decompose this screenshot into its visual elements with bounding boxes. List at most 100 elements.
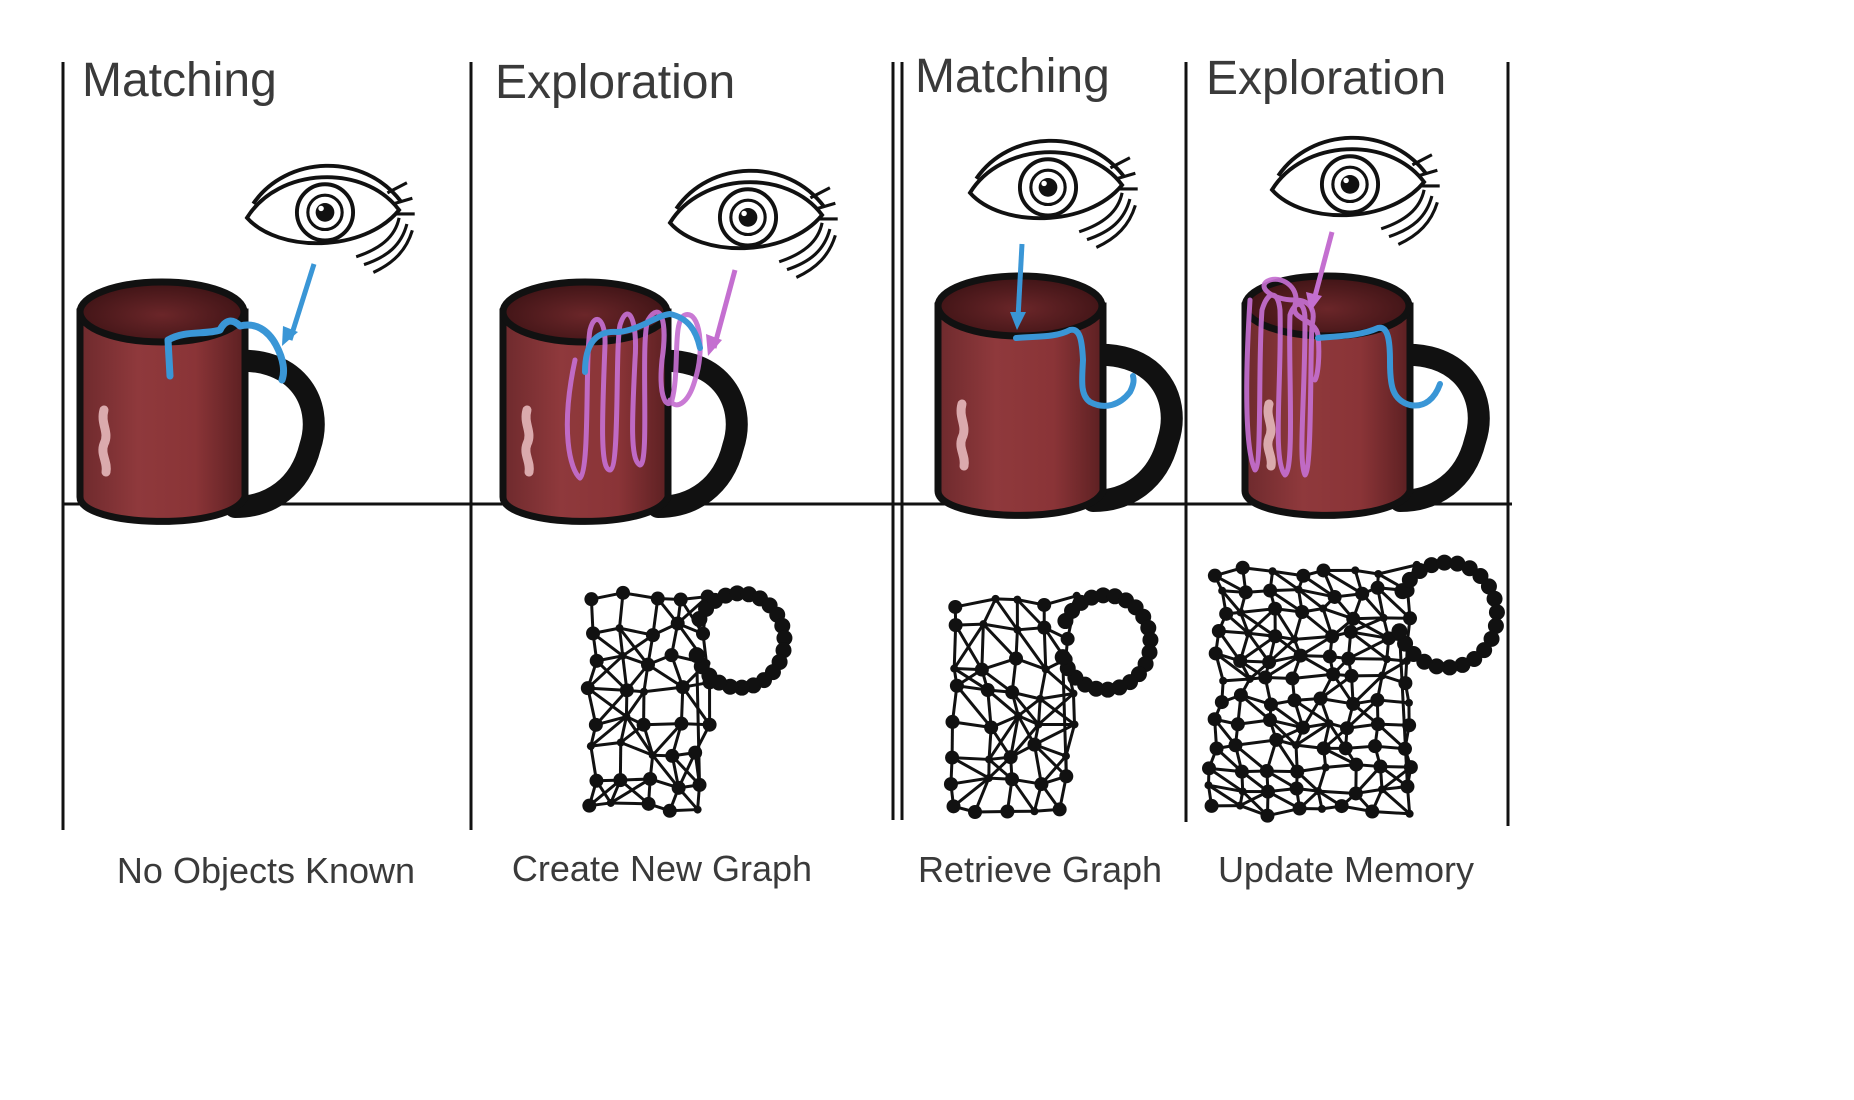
graph-node <box>1269 732 1284 747</box>
graph-edge <box>1322 569 1363 595</box>
graph-node <box>693 805 702 814</box>
graph-node <box>1314 787 1323 796</box>
graph-edge <box>987 714 1020 761</box>
graph-node <box>1378 785 1387 794</box>
graph-node <box>671 780 686 795</box>
graph-node <box>1397 635 1414 652</box>
arrow-icon <box>287 263 317 341</box>
graph-node <box>640 657 655 672</box>
graph-node <box>1374 569 1383 578</box>
graph-edge <box>1397 631 1409 787</box>
graph-edge <box>1297 588 1325 610</box>
graph-node <box>1034 720 1043 729</box>
graph-node <box>1341 651 1356 666</box>
graph-edge <box>1214 652 1251 681</box>
graph-node <box>1235 560 1250 575</box>
graph-node <box>1259 764 1274 779</box>
panel-caption: Update Memory <box>1218 849 1474 890</box>
graph-node <box>1037 597 1052 612</box>
graph-node <box>641 796 656 811</box>
graph-edge <box>590 741 621 748</box>
graph-node <box>1027 737 1042 752</box>
graph-edge <box>1009 723 1040 759</box>
graph-node <box>586 626 601 641</box>
graph-node <box>645 628 660 643</box>
graph-edge <box>1038 669 1048 700</box>
graph-node <box>1290 764 1305 779</box>
graph-edge <box>589 715 628 748</box>
graph-edge <box>619 716 628 743</box>
graph-node <box>949 678 964 693</box>
graph-edge <box>681 686 711 726</box>
panel-title: Matching <box>82 54 277 107</box>
graph-edge <box>1033 723 1076 746</box>
graph-node <box>984 720 999 735</box>
grid-lines <box>61 62 1512 830</box>
panel-caption: Retrieve Graph <box>918 849 1162 890</box>
graph-node <box>1052 802 1067 817</box>
graph-node <box>1245 674 1254 683</box>
graph-node <box>1346 611 1361 626</box>
graph-node <box>979 620 988 629</box>
graph-node <box>1207 568 1222 583</box>
graph-node <box>946 799 961 814</box>
graph-node <box>1313 691 1328 706</box>
graph-node <box>696 626 711 641</box>
graph-edge <box>955 684 993 729</box>
graph-node <box>1295 604 1310 619</box>
graph-node <box>1228 738 1243 753</box>
graph-node <box>1423 557 1440 574</box>
graph-node <box>1487 617 1504 634</box>
graph-node <box>1258 670 1273 685</box>
graph-edge <box>1376 586 1412 620</box>
graph-node <box>619 683 634 698</box>
graph-node <box>589 773 604 788</box>
graph-edge <box>981 598 997 625</box>
graph-node <box>1204 781 1213 790</box>
graph-node <box>1233 653 1248 668</box>
graph-node <box>1009 651 1024 666</box>
graph-node <box>1140 619 1157 636</box>
graph-node <box>1268 567 1277 576</box>
graph-icon <box>580 585 793 818</box>
graph-node <box>1292 741 1301 750</box>
graph-node <box>950 664 959 673</box>
graph-node <box>1436 554 1453 571</box>
graph-edge <box>952 623 985 670</box>
graph-edge <box>1071 693 1076 725</box>
graph-node <box>616 585 631 600</box>
graph-node <box>1367 739 1382 754</box>
graph-node <box>1061 752 1070 761</box>
graph-node <box>586 742 595 751</box>
graph-node <box>673 592 688 607</box>
graph-node <box>1070 720 1079 729</box>
matching-trace <box>1013 326 1137 409</box>
graph-edge <box>625 715 654 757</box>
graph-node <box>1292 801 1307 816</box>
graph-node <box>985 755 994 764</box>
graph-node <box>1013 595 1022 604</box>
graph-node <box>688 647 705 664</box>
graph-edge <box>1349 630 1388 661</box>
graph-node <box>974 662 989 677</box>
graph-edge <box>982 623 1018 660</box>
graph-edge <box>1208 783 1243 793</box>
graph-edge <box>1207 783 1241 807</box>
graph-node <box>1263 583 1278 598</box>
graph-node <box>615 624 624 633</box>
panel-caption: No Objects Known <box>117 850 415 891</box>
arrow-icon <box>1311 231 1335 301</box>
graph-node <box>1466 651 1483 668</box>
graph-node <box>984 774 993 783</box>
panel-matching-1 <box>80 163 417 522</box>
graph-node <box>1449 555 1466 572</box>
graph-node <box>1014 711 1023 720</box>
graph-node <box>1403 760 1418 775</box>
graph-edge <box>1221 589 1242 614</box>
graph-node <box>1209 741 1224 756</box>
graph-edge <box>1016 628 1047 671</box>
graph-node <box>1325 629 1340 644</box>
graph-node <box>1260 808 1275 823</box>
graph-node <box>1382 655 1391 664</box>
graph-edge <box>1037 692 1075 726</box>
